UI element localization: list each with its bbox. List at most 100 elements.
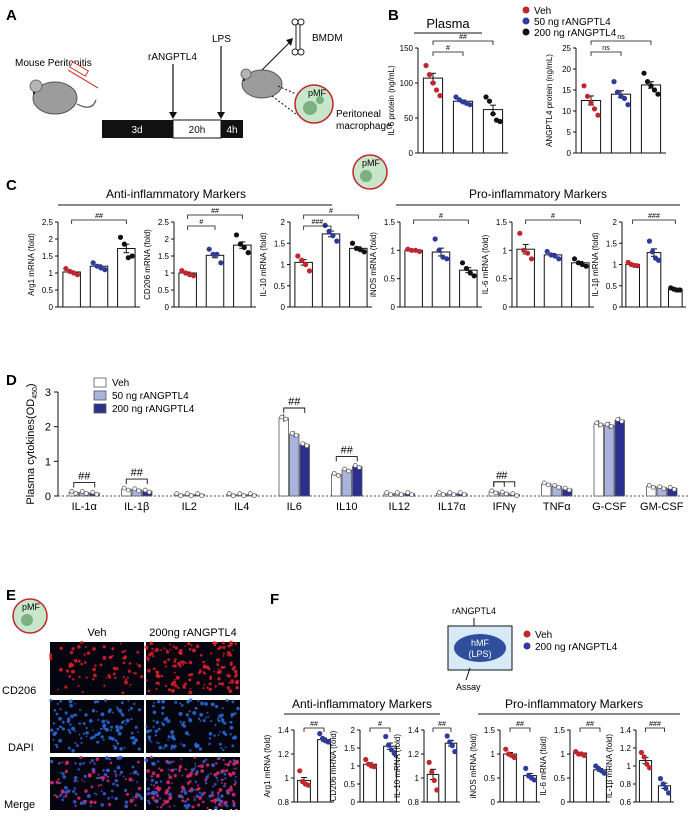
cell xyxy=(165,759,169,764)
data-point xyxy=(388,747,395,753)
cell xyxy=(193,798,196,802)
cell xyxy=(60,789,65,794)
cell xyxy=(124,804,129,809)
data-point xyxy=(434,787,440,793)
data-point xyxy=(409,247,415,253)
data-point xyxy=(121,241,127,247)
cell xyxy=(206,686,209,689)
cell xyxy=(55,745,59,749)
assay-bottom-label: Assay xyxy=(456,682,481,692)
cell xyxy=(93,792,96,795)
cell xyxy=(225,769,228,773)
cell xyxy=(194,706,198,710)
y-tick-label: 1.5 xyxy=(42,252,54,261)
cell xyxy=(65,669,70,673)
cell xyxy=(115,725,119,729)
data-point xyxy=(423,62,429,69)
x-tick-label: IL-1β xyxy=(124,501,149,513)
bar xyxy=(404,249,423,308)
y-tick-label: 100 xyxy=(400,79,414,88)
mouse-icon xyxy=(29,79,97,115)
cell xyxy=(119,747,123,751)
data-point xyxy=(188,493,194,498)
cell xyxy=(95,710,98,713)
data-point xyxy=(356,465,362,470)
cell xyxy=(190,644,193,647)
data-point xyxy=(650,484,656,490)
cell xyxy=(167,773,170,776)
data-point xyxy=(322,222,328,228)
cell xyxy=(114,778,119,783)
cell xyxy=(131,736,136,740)
cell xyxy=(189,771,193,776)
cell xyxy=(53,794,55,797)
bar xyxy=(341,469,352,497)
cell xyxy=(230,679,234,683)
cell xyxy=(184,768,187,771)
cell xyxy=(161,712,164,715)
cell xyxy=(152,667,156,671)
cell xyxy=(165,788,170,793)
cell xyxy=(160,648,163,652)
cell xyxy=(90,758,94,763)
cell xyxy=(78,733,81,736)
data-point xyxy=(521,247,527,253)
cell xyxy=(153,650,156,653)
cell xyxy=(121,713,125,717)
data-point xyxy=(591,106,598,112)
cell xyxy=(178,711,183,716)
cell xyxy=(120,701,124,705)
data-point xyxy=(279,414,285,420)
cell xyxy=(179,660,182,663)
data-point xyxy=(619,419,625,424)
cell xyxy=(210,791,214,794)
cell xyxy=(64,769,69,774)
cell xyxy=(208,731,213,736)
cell xyxy=(215,762,218,765)
cell xyxy=(216,641,219,644)
data-point xyxy=(251,493,257,498)
cell xyxy=(173,744,177,748)
cell xyxy=(115,667,119,671)
cell xyxy=(64,685,68,689)
cell xyxy=(186,781,190,785)
data-point xyxy=(94,491,100,497)
cell xyxy=(161,699,166,704)
cell xyxy=(124,649,127,652)
y-tick-label: 1 xyxy=(391,246,396,255)
sig-label: # xyxy=(446,45,450,52)
cell xyxy=(216,717,219,720)
data-point xyxy=(73,491,79,496)
cell xyxy=(154,781,158,785)
cell xyxy=(108,736,113,740)
cell xyxy=(147,799,150,803)
cell xyxy=(137,664,142,668)
cell xyxy=(83,780,86,783)
cell xyxy=(157,681,160,684)
cell xyxy=(159,797,162,800)
data-point xyxy=(125,487,131,493)
cell xyxy=(134,738,138,743)
cell xyxy=(170,744,175,749)
cell xyxy=(152,725,155,728)
cell xyxy=(58,716,62,721)
cell xyxy=(204,778,208,782)
cell xyxy=(72,800,77,804)
cell xyxy=(218,799,222,803)
cell xyxy=(216,658,220,662)
data-point xyxy=(241,493,247,498)
cell xyxy=(188,673,192,677)
data-point xyxy=(583,263,589,269)
cell xyxy=(199,712,204,717)
cell xyxy=(104,698,108,702)
y-tick-label: 1 xyxy=(613,261,618,270)
data-point xyxy=(371,764,377,770)
data-point xyxy=(391,750,397,757)
cell xyxy=(136,650,140,654)
cell xyxy=(167,658,170,661)
cell xyxy=(180,758,183,761)
data-point xyxy=(352,463,358,468)
data-point xyxy=(295,253,301,259)
cell xyxy=(145,656,149,660)
